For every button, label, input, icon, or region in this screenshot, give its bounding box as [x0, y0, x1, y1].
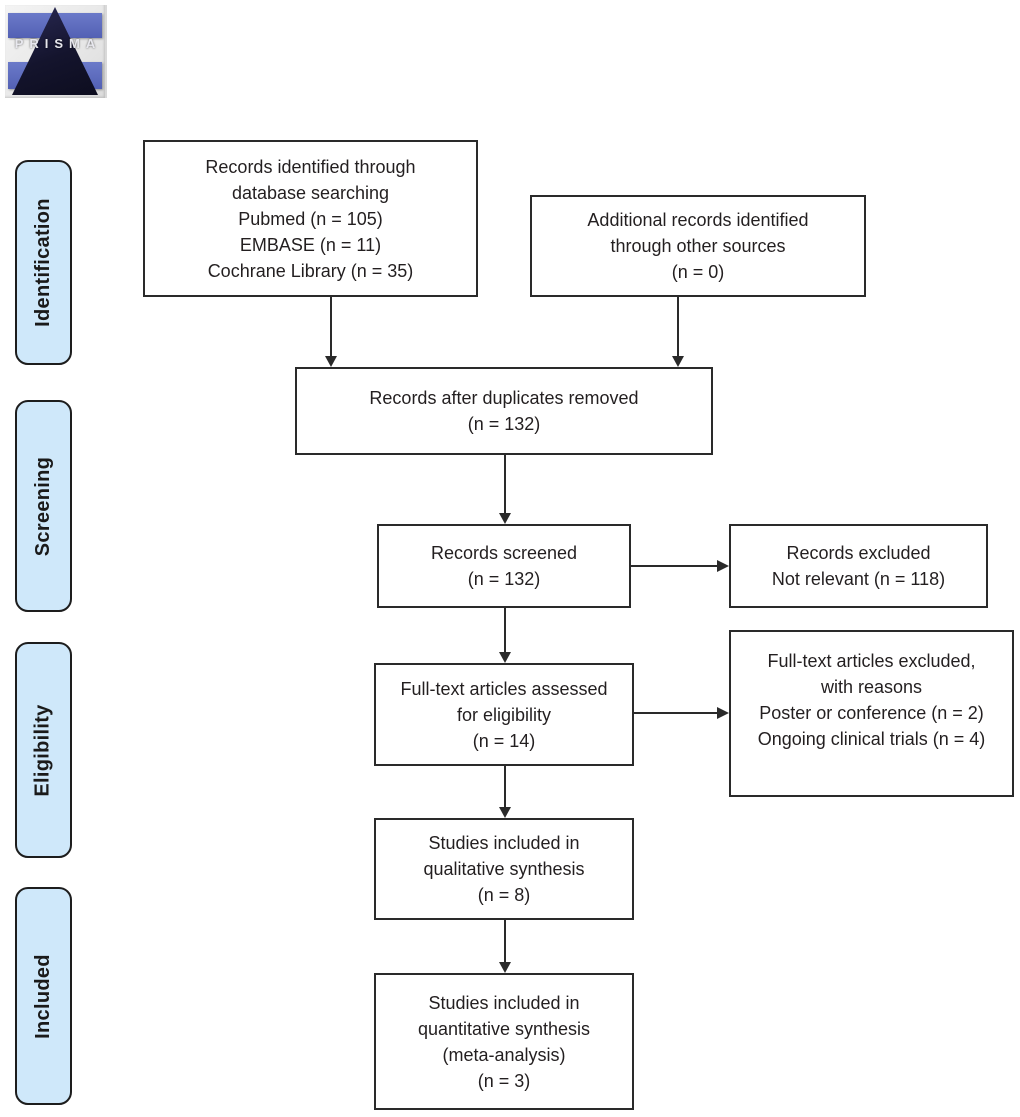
node-after-duplicates: Records after duplicates removed (n = 13…: [295, 367, 713, 455]
node-fulltext-excluded: Full-text articles excluded, with reason…: [729, 630, 1014, 797]
stage-eligibility: Eligibility: [15, 642, 72, 858]
node-text-line: EMBASE (n = 11): [239, 234, 382, 255]
arrowhead-down-icon: [499, 513, 511, 524]
edge-screened-to-fulltext-line: [504, 608, 506, 652]
stage-label: Screening: [32, 456, 54, 556]
node-text-line: Records screened: [430, 543, 578, 563]
prisma-logo: PRISMA: [5, 5, 105, 98]
edge-qualitative-to-quantitative-line: [504, 920, 506, 962]
arrowhead-down-icon: [499, 807, 511, 818]
node-text-line: (n = 0): [671, 262, 725, 282]
node-text-line: Studies included in: [428, 833, 580, 853]
node-text-line: Records excluded: [786, 543, 931, 563]
node-text-line: through other sources: [610, 236, 786, 256]
stage-label: Eligibility: [32, 703, 55, 797]
arrowhead-down-icon: [672, 356, 684, 367]
node-text-line: Not relevant (n = 118): [771, 569, 946, 589]
node-additional-records: Additional records identified through ot…: [530, 195, 866, 297]
node-text-line: qualitative synthesis: [423, 859, 585, 879]
node-text-line: (n = 132): [467, 569, 541, 589]
node-text-line: Additional records identified: [587, 210, 809, 230]
node-text-line: (n = 3): [477, 1070, 531, 1091]
arrowhead-right-icon: [717, 707, 729, 719]
arrowhead-down-icon: [325, 356, 337, 367]
node-text-line: (n = 8): [477, 885, 531, 905]
node-text-line: Pubmed (n = 105): [238, 208, 383, 229]
edge-screened-to-excluded-line: [631, 565, 718, 567]
node-records-excluded: Records excluded Not relevant (n = 118): [729, 524, 988, 608]
edge-identified-to-duplicates-line: [330, 297, 332, 356]
node-text-line: Full-text articles excluded,: [767, 651, 976, 671]
node-text-line: (meta-analysis): [442, 1044, 566, 1065]
edge-fulltext-to-excluded-line: [634, 712, 718, 714]
node-text-line: for eligibility: [456, 704, 552, 725]
node-records-screened: Records screened (n = 132): [377, 524, 631, 608]
logo-wordmark: PRISMA: [14, 36, 102, 51]
arrowhead-down-icon: [499, 652, 511, 663]
edge-additional-to-duplicates-line: [677, 297, 679, 356]
node-text-line: Studies included in: [428, 992, 580, 1013]
node-text-line: (n = 14): [472, 730, 536, 751]
arrowhead-right-icon: [717, 560, 729, 572]
node-text-line: Cochrane Library (n = 35): [207, 260, 414, 281]
stage-identification: Identification: [15, 160, 72, 365]
node-text-line: (n = 132): [467, 414, 541, 434]
node-text-line: Records after duplicates removed: [369, 388, 639, 408]
node-records-identified: Records identified through database sear…: [143, 140, 478, 297]
stage-screening: Screening: [15, 400, 72, 612]
node-text-line: with reasons: [820, 677, 923, 697]
node-qualitative-synthesis: Studies included in qualitative synthesi…: [374, 818, 634, 920]
node-text-line: Records identified through: [205, 156, 416, 177]
node-text-line: database searching: [231, 182, 390, 203]
node-fulltext-assessed: Full-text articles assessed for eligibil…: [374, 663, 634, 766]
node-text-line: quantitative synthesis: [417, 1018, 591, 1039]
node-text-line: Poster or conference (n = 2): [759, 703, 984, 723]
logo-edge-line: [105, 5, 107, 98]
edge-fulltext-to-qualitative-line: [504, 766, 506, 807]
stage-included: Included: [15, 887, 72, 1105]
arrowhead-down-icon: [499, 962, 511, 973]
stage-label: Included: [32, 953, 55, 1039]
node-quantitative-synthesis: Studies included in quantitative synthes…: [374, 973, 634, 1110]
node-text-line: Full-text articles assessed: [400, 678, 608, 699]
node-text-line: Ongoing clinical trials (n = 4): [757, 729, 986, 749]
stage-label: Identification: [32, 198, 54, 327]
edge-duplicates-to-screened-line: [504, 455, 506, 513]
